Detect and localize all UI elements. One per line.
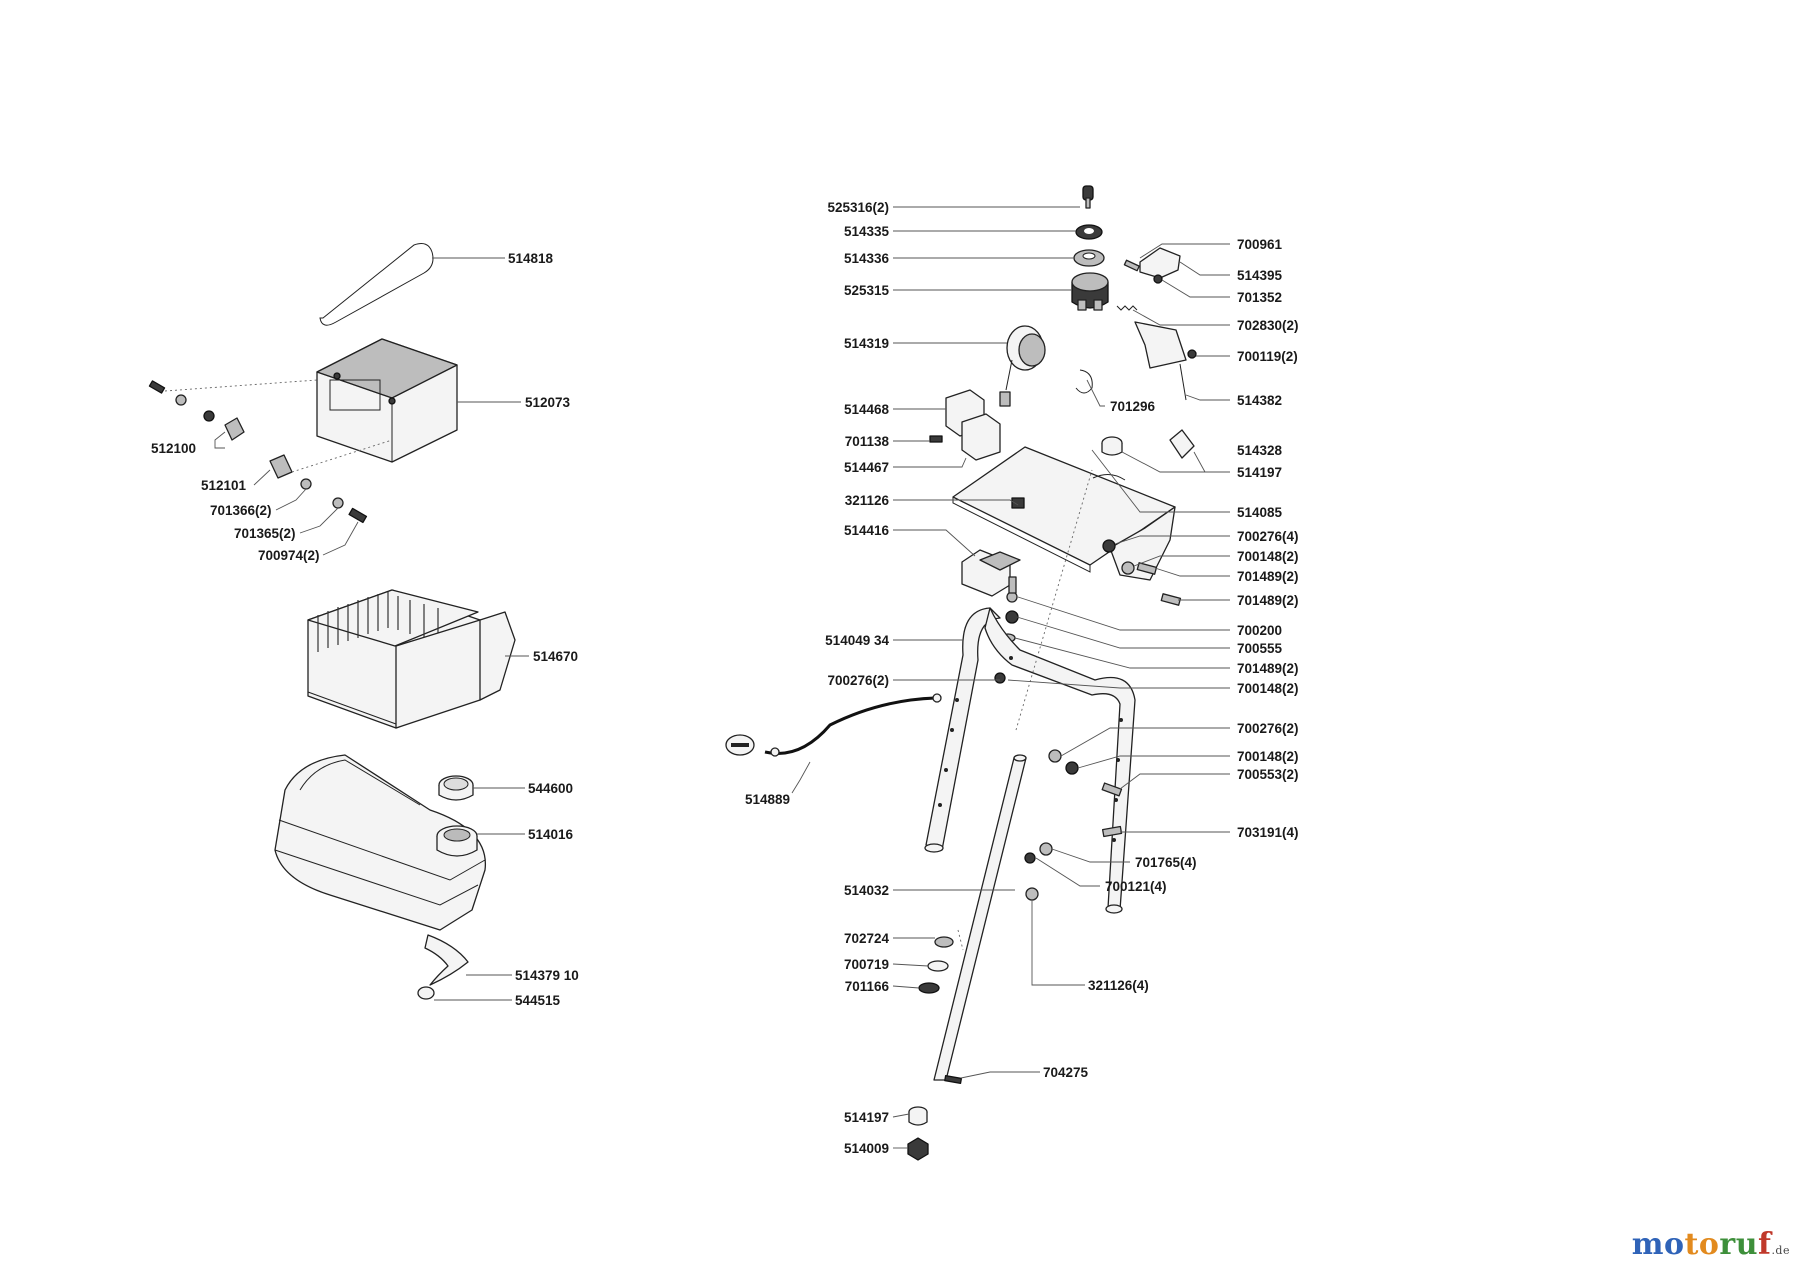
label-700555: 700555	[1237, 641, 1283, 656]
label-701365: 701365(2)	[234, 526, 296, 541]
label-514382: 514382	[1237, 393, 1282, 408]
label-700200: 700200	[1237, 623, 1282, 638]
label-700974: 700974(2)	[258, 548, 320, 563]
label-544515: 544515	[515, 993, 561, 1008]
label-514032: 514032	[844, 883, 889, 898]
fuel-cap-part	[438, 775, 474, 801]
shaft-washers-part	[918, 936, 954, 994]
handlebar-part	[924, 607, 1136, 914]
label-514049: 514049 34	[825, 633, 889, 648]
label-512101: 512101	[201, 478, 247, 493]
label-700553: 700553(2)	[1237, 767, 1299, 782]
label-514328: 514328	[1237, 443, 1283, 458]
terminal-hardware-part	[148, 379, 393, 524]
label-512073: 512073	[525, 395, 571, 410]
label-702830: 702830(2)	[1237, 318, 1299, 333]
fuel-tank-part	[274, 754, 486, 931]
label-701296: 701296	[1110, 399, 1156, 414]
label-544600: 544600	[528, 781, 573, 796]
label-701489-a: 701489(2)	[1237, 569, 1299, 584]
label-514395: 514395	[1237, 268, 1283, 283]
label-514197-a: 514197	[1237, 465, 1282, 480]
label-701366: 701366(2)	[210, 503, 272, 518]
watermark-part-2: to	[1684, 1227, 1720, 1262]
label-701166: 701166	[845, 979, 890, 994]
label-514379: 514379 10	[515, 968, 579, 983]
label-525315: 525315	[844, 283, 890, 298]
label-700276-4: 700276(4)	[1237, 529, 1299, 544]
label-700121: 700121(4)	[1105, 879, 1167, 894]
battery-part	[316, 338, 458, 463]
leader-lines	[214, 206, 1230, 1149]
label-703191: 703191(4)	[1237, 825, 1299, 840]
horn-part	[999, 325, 1093, 407]
label-514335: 514335	[844, 224, 890, 239]
battery-strap-part	[319, 243, 434, 326]
label-701138: 701138	[845, 434, 890, 449]
label-514319: 514319	[844, 336, 889, 351]
label-701352: 701352	[1237, 290, 1282, 305]
label-701489-b: 701489(2)	[1237, 593, 1299, 608]
label-514818: 514818	[508, 251, 554, 266]
label-704275: 704275	[1043, 1065, 1089, 1080]
label-702724: 702724	[844, 931, 890, 946]
label-700148-b: 700148(2)	[1237, 681, 1299, 696]
throttle-lever-part	[1123, 247, 1181, 284]
part-labels: 514818 512073 512100 512101 701366(2) 70…	[151, 200, 1299, 1156]
label-700961: 700961	[1237, 237, 1283, 252]
label-514085: 514085	[1237, 505, 1283, 520]
label-514009: 514009	[844, 1141, 889, 1156]
brand-watermark: motoruf.de	[1632, 1227, 1790, 1262]
ground-cable-part	[725, 693, 942, 757]
label-700276-b: 700276(2)	[1237, 721, 1299, 736]
label-514467: 514467	[844, 460, 889, 475]
shaft-end-part	[907, 1075, 963, 1161]
label-514197-b: 514197	[844, 1110, 889, 1125]
label-514670: 514670	[533, 649, 578, 664]
relay-part	[929, 389, 1001, 461]
label-700719: 700719	[844, 957, 889, 972]
watermark-suffix: .de	[1771, 1244, 1790, 1257]
ignition-key-part	[1082, 185, 1094, 209]
label-525316: 525316(2)	[827, 200, 889, 215]
label-700119: 700119(2)	[1237, 349, 1298, 364]
label-701765: 701765(4)	[1135, 855, 1197, 870]
label-514016: 514016	[528, 827, 574, 842]
label-514336: 514336	[844, 251, 890, 266]
label-514416: 514416	[844, 523, 890, 538]
relay-bracket-part	[961, 549, 1021, 597]
watermark-part-1: mo	[1631, 1227, 1685, 1262]
frame-fasteners-part	[994, 672, 1123, 901]
label-701489-c: 701489(2)	[1237, 661, 1299, 676]
label-321126-4: 321126(4)	[1088, 978, 1149, 993]
label-512100: 512100	[151, 441, 196, 456]
label-700148-a: 700148(2)	[1237, 549, 1299, 564]
label-514889: 514889	[745, 792, 790, 807]
watermark-part-3: ru	[1719, 1227, 1759, 1262]
battery-tray-part	[307, 589, 516, 729]
label-514468: 514468	[844, 402, 890, 417]
label-321126: 321126	[845, 493, 890, 508]
ignition-switch-part	[1071, 272, 1109, 311]
bushing-part	[1101, 436, 1123, 456]
label-700276-a: 700276(2)	[827, 673, 889, 688]
fuel-hose-part	[417, 934, 469, 1000]
label-700148-c: 700148(2)	[1237, 749, 1299, 764]
throttle-bracket-part	[1116, 305, 1197, 459]
watermark-part-4: f	[1758, 1227, 1772, 1262]
